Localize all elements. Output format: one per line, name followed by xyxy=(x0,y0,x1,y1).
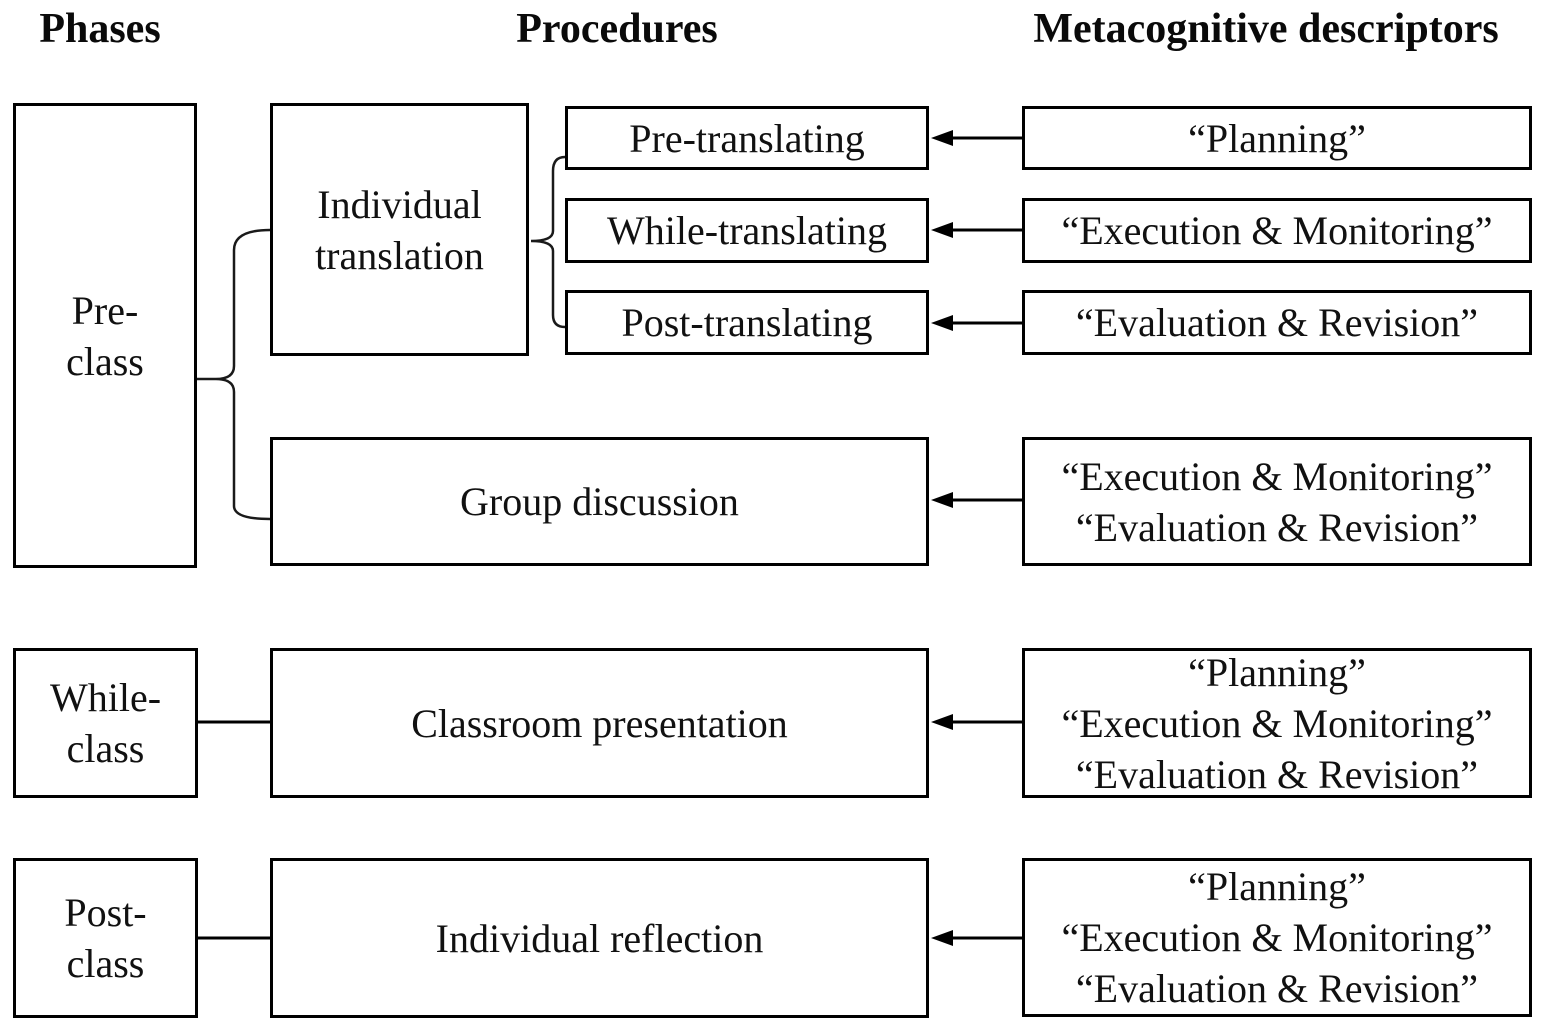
procedure-box-group-discussion: Group discussion xyxy=(270,437,929,566)
procedure-box-individual-translation: Individual translation xyxy=(270,103,529,356)
procedure-box-pre-translating: Pre-translating xyxy=(565,106,929,170)
descriptor-box-evaluation-revision: “Evaluation & Revision” xyxy=(1022,290,1532,355)
arrow-descriptors-to-individual-reflection xyxy=(931,930,1022,946)
procedure-box-while-translating: While-translating xyxy=(565,198,929,263)
procedure-box-post-translating: Post-translating xyxy=(565,290,929,355)
brace-pre-class xyxy=(215,228,271,521)
arrow-execution-to-while-translating xyxy=(931,222,1022,238)
brace-individual-translation xyxy=(530,155,566,329)
procedure-box-individual-reflection: Individual reflection xyxy=(270,858,929,1018)
arrow-planning-to-pre-translating xyxy=(931,130,1022,146)
descriptor-box-group-discussion: “Execution & Monitoring” “Evaluation & R… xyxy=(1022,437,1532,566)
column-header-phases: Phases xyxy=(39,6,161,52)
arrow-descriptors-to-classroom-presentation xyxy=(931,714,1022,730)
column-header-metacognitive-descriptors: Metacognitive descriptors xyxy=(1033,6,1499,52)
phase-box-post-class: Post- class xyxy=(13,858,198,1018)
arrow-descriptors-to-group-discussion xyxy=(931,492,1022,508)
arrow-evaluation-to-post-translating xyxy=(931,315,1022,331)
procedure-box-classroom-presentation: Classroom presentation xyxy=(270,648,929,798)
descriptor-box-individual-reflection: “Planning” “Execution & Monitoring” “Eva… xyxy=(1022,858,1532,1017)
descriptor-box-execution-monitoring: “Execution & Monitoring” xyxy=(1022,198,1532,263)
column-header-procedures: Procedures xyxy=(516,6,718,52)
phase-box-while-class: While- class xyxy=(13,648,198,798)
descriptor-box-planning: “Planning” xyxy=(1022,106,1532,170)
phase-box-pre-class: Pre- class xyxy=(13,103,197,568)
descriptor-box-classroom-presentation: “Planning” “Execution & Monitoring” “Eva… xyxy=(1022,648,1532,798)
